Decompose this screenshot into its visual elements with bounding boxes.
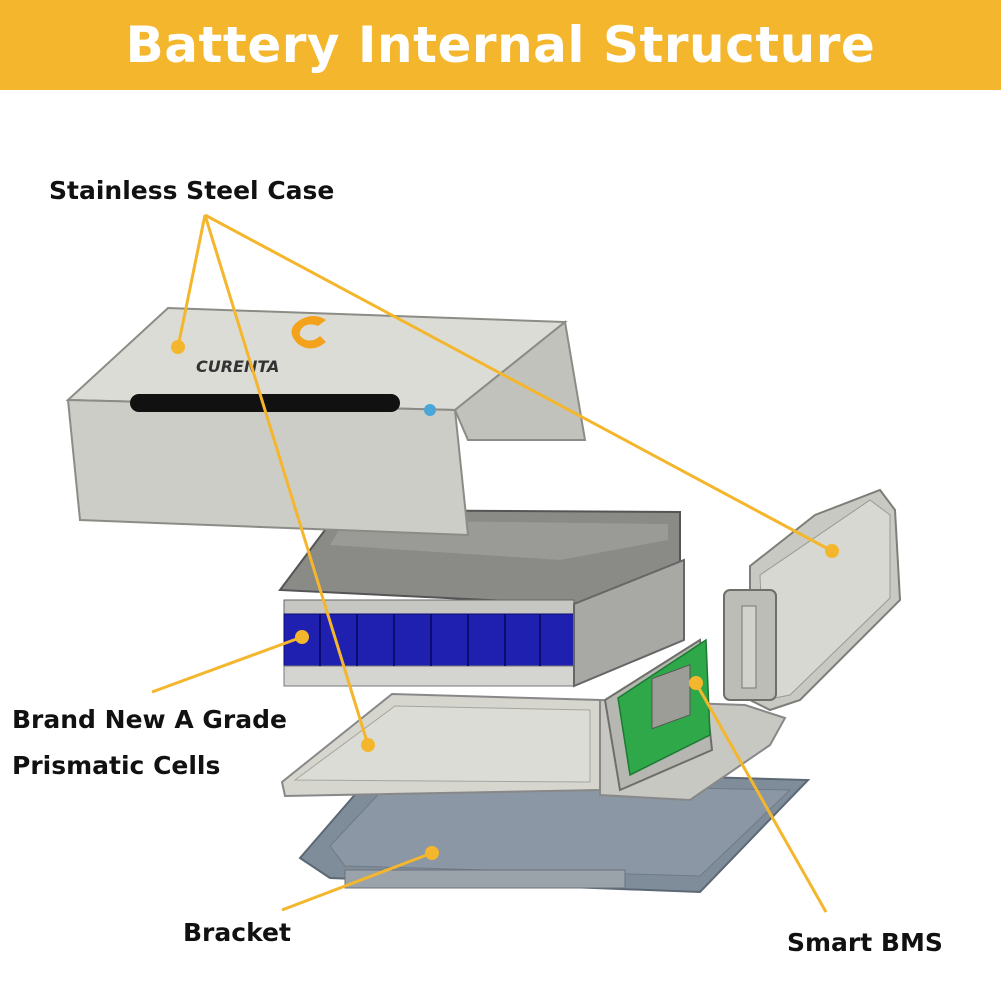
page-title: Battery Internal Structure — [125, 16, 876, 74]
end-cap — [723, 488, 902, 712]
smart-bms-board — [603, 638, 714, 792]
leader-lines — [151, 213, 833, 913]
label-bracket: Bracket — [183, 918, 291, 947]
leader-case-endcap — [204, 213, 833, 553]
title-banner: Battery Internal Structure — [0, 0, 1001, 90]
leader-case-tray — [203, 214, 370, 746]
case-logo-text: CURENTA — [196, 357, 279, 376]
leader-cells — [151, 635, 303, 694]
leader-bms — [694, 682, 828, 913]
label-stainless-steel-case: Stainless Steel Case — [49, 176, 335, 205]
label-cells-line1: Brand New A Grade — [12, 705, 287, 734]
leader-bracket — [281, 851, 433, 912]
steel-top-case — [65, 306, 587, 537]
label-smart-bms: Smart BMS — [787, 928, 943, 957]
leader-dots — [171, 340, 839, 860]
label-cells-line2: Prismatic Cells — [12, 751, 221, 780]
leader-case-top — [176, 214, 207, 348]
